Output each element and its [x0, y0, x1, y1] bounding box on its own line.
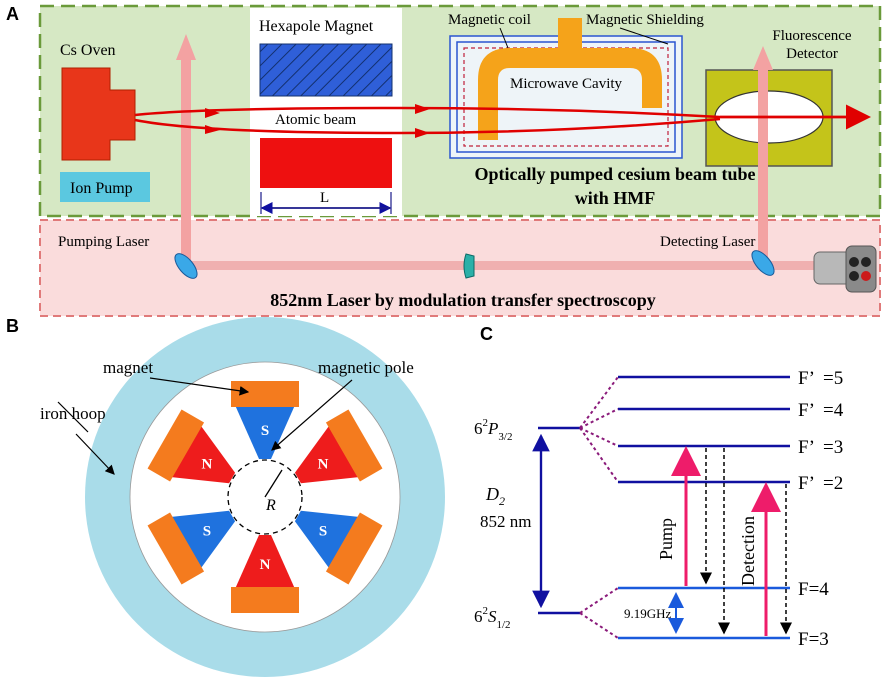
magnet-pointer	[149, 377, 250, 396]
radius-label: R	[265, 497, 276, 514]
magnetic-coil-label: Magnetic coil	[448, 12, 531, 28]
atomic-beam-label: Atomic beam	[275, 112, 357, 128]
hexapole-magnet-upper	[259, 43, 393, 97]
pumping-mirror	[174, 253, 198, 279]
magnet-block	[325, 512, 383, 585]
length-label: L	[320, 190, 329, 206]
magnet-block	[325, 409, 383, 482]
iron-hoop-pointer	[75, 433, 115, 475]
d2-wavelength: 852 nm	[480, 512, 531, 531]
s12-state-label: 62S1/2	[474, 605, 511, 631]
pole-label: N	[260, 557, 271, 573]
atomic-beam-lower	[134, 117, 721, 135]
pole-label: N	[318, 457, 329, 473]
magnet-block	[147, 409, 205, 482]
level-label-f3: F’ =3	[798, 437, 843, 458]
detection-label: Detection	[738, 516, 758, 586]
hexapole-pole-south: S	[147, 510, 236, 585]
hyperfine-fan-lower	[579, 587, 619, 639]
p32-state-label: 62P3/2	[474, 417, 512, 443]
pumping-laser-label: Pumping Laser	[58, 234, 149, 250]
pole-label: S	[203, 524, 211, 540]
panel-b-label: B	[6, 316, 19, 336]
detecting-laser-beam	[758, 68, 768, 258]
splitting-label: 9.19GHz	[624, 606, 672, 621]
pumping-laser-beam	[181, 58, 191, 266]
aom-lens	[463, 253, 475, 279]
fluorescence-detector-line2: Detector	[786, 46, 838, 62]
pump-label: Pump	[656, 518, 676, 560]
hexapole-cross-section: S N S N S N	[147, 381, 383, 613]
laser-source-icon	[813, 245, 877, 293]
tube-title-line1: Optically pumped cesium beam tube	[474, 164, 755, 184]
magnetic-pole-pointer	[271, 379, 353, 451]
magnetic-pole-label: magnetic pole	[318, 358, 414, 377]
pole-label: S	[319, 524, 327, 540]
bore-circle	[227, 459, 303, 535]
cs-oven-label: Cs Oven	[60, 42, 116, 59]
ion-pump-box	[60, 172, 150, 202]
iron-hoop-label: iron hoop	[40, 404, 106, 423]
hexapole-magnet-lower	[260, 138, 392, 188]
level-label-f2: F’ =2	[798, 473, 843, 494]
hexapole-magnet-label: Hexapole Magnet	[259, 18, 374, 35]
level-label-g3: F=3	[798, 629, 829, 650]
radius-line	[264, 469, 283, 498]
atomic-beam-upper	[134, 106, 865, 119]
d2-label: D2	[485, 484, 505, 508]
magnet-block	[231, 381, 299, 407]
laser-horizontal-beam	[186, 261, 816, 270]
tube-title-line2: with HMF	[575, 188, 656, 208]
hexapole-pole-north: N	[294, 409, 383, 484]
level-label-g4: F=4	[798, 579, 829, 600]
magnetic-shielding-label: Magnetic Shielding	[586, 12, 704, 28]
laser-title: 852nm Laser by modulation transfer spect…	[270, 290, 656, 310]
pole-label: N	[202, 457, 213, 473]
cavity-feed	[558, 18, 582, 48]
panel-a-label: A	[6, 4, 19, 24]
magnet-block	[147, 512, 205, 585]
microwave-cavity-label: Microwave Cavity	[510, 76, 623, 92]
pole-label: S	[261, 423, 269, 439]
hexapole-pole-north: N	[231, 535, 299, 613]
fluorescence-detector-line1: Fluorescence	[772, 28, 851, 44]
magnet-block	[231, 587, 299, 613]
level-label-f5: F’ =5	[798, 368, 843, 389]
detecting-mirror	[751, 250, 775, 276]
panel-c-label: C	[480, 324, 493, 344]
detecting-laser-label: Detecting Laser	[660, 234, 755, 250]
ion-pump-label: Ion Pump	[70, 180, 133, 197]
hexapole-pole-south: S	[294, 510, 383, 585]
hyperfine-fan-upper	[579, 376, 619, 483]
hexapole-pole-north: N	[147, 409, 236, 484]
level-label-f4: F’ =4	[798, 400, 844, 421]
magnet-label: magnet	[103, 358, 153, 377]
cs-oven	[61, 67, 136, 161]
